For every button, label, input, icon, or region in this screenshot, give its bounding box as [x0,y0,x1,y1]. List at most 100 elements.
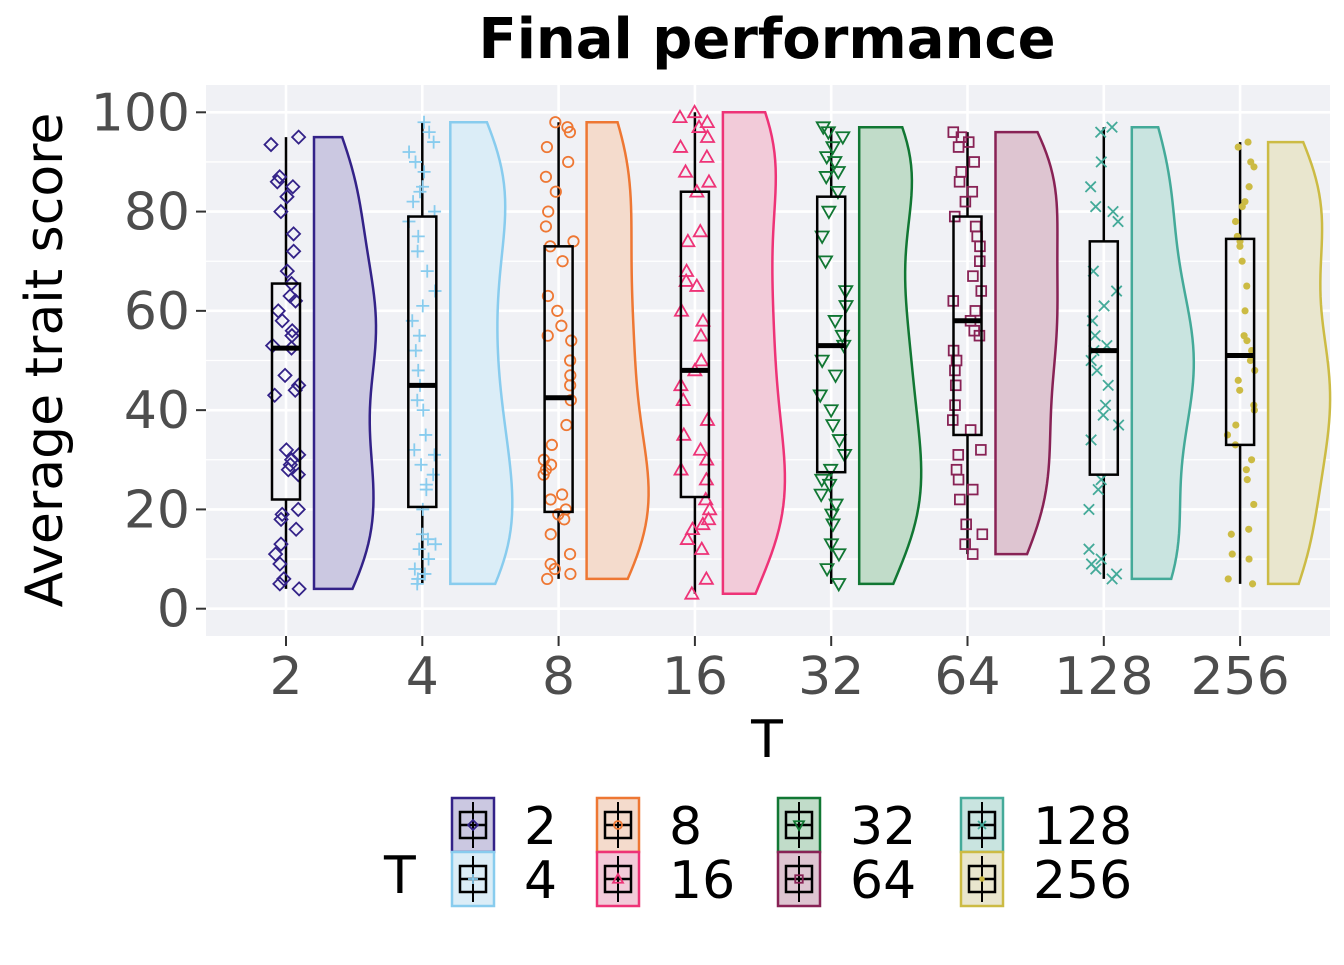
data-point [1243,476,1251,484]
data-point [953,176,966,188]
data-point [827,315,844,330]
x-tick-label: 4 [406,647,439,707]
legend-marker [466,818,480,832]
series-group-64 [947,126,1059,560]
data-point [285,178,301,195]
data-point [827,369,844,384]
legend-label: 32 [850,797,916,857]
series-group-128 [1083,121,1196,585]
x-axis-title: T [750,710,783,770]
data-point [1106,573,1118,585]
x-tick-label: 64 [934,647,1000,707]
box-128 [1088,240,1120,476]
data-point [558,513,571,526]
data-point [831,434,848,449]
box-256 [1224,237,1256,447]
points-32 [812,121,855,593]
data-point [974,240,986,253]
data-point [549,185,562,198]
points-4 [402,115,442,591]
series-group-2 [263,129,378,597]
data-point [698,570,715,585]
legend-label: 8 [669,797,702,857]
data-point [540,140,554,154]
data-point [1236,242,1244,250]
series-group-8 [537,116,650,586]
data-point [277,367,293,384]
legend-label: 64 [850,851,916,911]
legend-key-64 [776,850,822,908]
data-point [564,379,577,392]
data-point [820,126,837,141]
data-point [427,448,441,462]
data-point [693,352,710,367]
data-point [290,466,307,483]
density-256 [1266,140,1332,586]
data-point [967,270,979,282]
data-point [1095,156,1108,168]
data-point [952,141,965,153]
data-point [410,577,424,591]
data-point [1238,257,1246,265]
data-point [541,329,554,342]
series-group-4 [402,115,514,591]
box-64 [952,215,983,437]
data-point [428,284,442,298]
data-point [699,411,716,426]
data-point [1244,138,1252,146]
data-point [271,169,288,185]
data-point [274,313,290,329]
data-point [1243,282,1251,290]
data-point [1231,217,1240,226]
data-point [973,329,986,342]
data-point [818,171,835,186]
data-point [410,393,424,407]
data-point [267,546,284,562]
data-point [409,155,423,169]
data-point [952,473,965,486]
data-point [693,540,710,555]
data-point [563,126,577,139]
data-point [949,364,961,377]
data-point [422,125,436,139]
data-point [949,399,961,411]
data-point [414,458,428,472]
legend-marker [794,874,804,884]
legend-label: 128 [1033,797,1132,857]
data-point [420,264,434,278]
legend-key-8 [595,796,641,854]
data-point [417,115,431,129]
data-point [700,511,717,526]
data-point [820,205,837,220]
data-point [269,174,286,190]
data-point [692,441,709,456]
data-point [556,255,569,268]
data-point [279,263,296,279]
data-point [1250,500,1258,509]
legend-key-2 [450,796,496,854]
data-point [694,515,711,531]
data-point [1242,466,1250,474]
data-point [1095,553,1108,565]
data-point [1227,530,1235,538]
data-point [684,520,701,536]
data-point [677,163,694,178]
data-point [266,387,283,404]
data-point [968,156,980,168]
data-point [565,334,578,347]
data-point [830,166,847,181]
legend-marker [979,876,985,882]
data-point [1106,121,1118,134]
data-point [679,530,696,545]
data-point [406,195,420,209]
x-tick-label: 16 [662,647,728,707]
data-point [419,428,433,442]
data-point [282,456,299,473]
data-point [1232,421,1240,429]
data-point [408,562,422,576]
density-2 [312,135,378,591]
legend-label: 2 [524,797,557,857]
y-tick-label: 100 [91,83,190,143]
data-point [1102,379,1115,392]
